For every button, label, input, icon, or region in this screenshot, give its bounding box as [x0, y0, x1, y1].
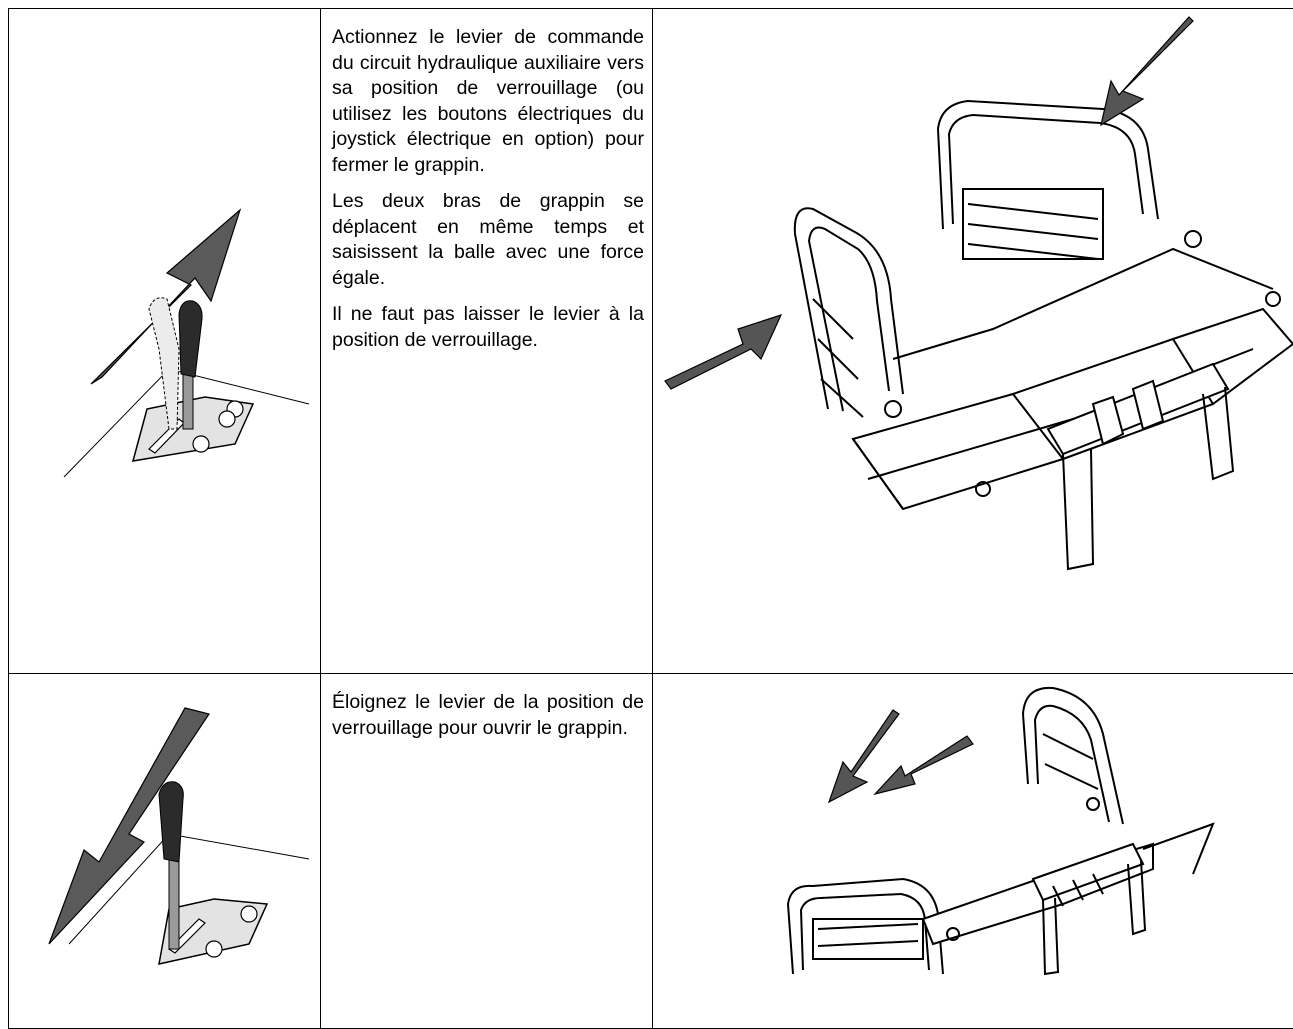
machine-cell — [653, 674, 1293, 1029]
instruction-text-cell: Éloignez le levier de la position de ver… — [321, 674, 653, 1029]
bale-grab-closing-illustration — [653, 9, 1293, 657]
instruction-row-open: Éloignez le levier de la position de ver… — [9, 674, 1293, 1029]
instruction-paragraph: Éloignez le levier de la position de ver… — [332, 690, 644, 741]
lever-cell — [9, 674, 321, 1029]
instruction-paragraph: Les deux bras de grappin se déplacent en… — [332, 189, 644, 291]
lever-pull-back-icon — [9, 674, 320, 1012]
lever-cell — [9, 9, 321, 674]
instruction-paragraph: Il ne faut pas laisser le levier à la po… — [332, 302, 644, 353]
instruction-text-cell: Actionnez le levier de commande du circu… — [321, 9, 653, 674]
page: Actionnez le levier de commande du circu… — [0, 0, 1293, 1005]
bale-grab-opening-illustration — [653, 674, 1293, 1012]
instruction-row-close: Actionnez le levier de commande du circu… — [9, 9, 1293, 674]
machine-cell — [653, 9, 1293, 674]
lever-push-forward-icon — [9, 9, 320, 657]
instruction-table: Actionnez le levier de commande du circu… — [8, 8, 1293, 1029]
instruction-paragraph: Actionnez le levier de commande du circu… — [332, 25, 644, 178]
